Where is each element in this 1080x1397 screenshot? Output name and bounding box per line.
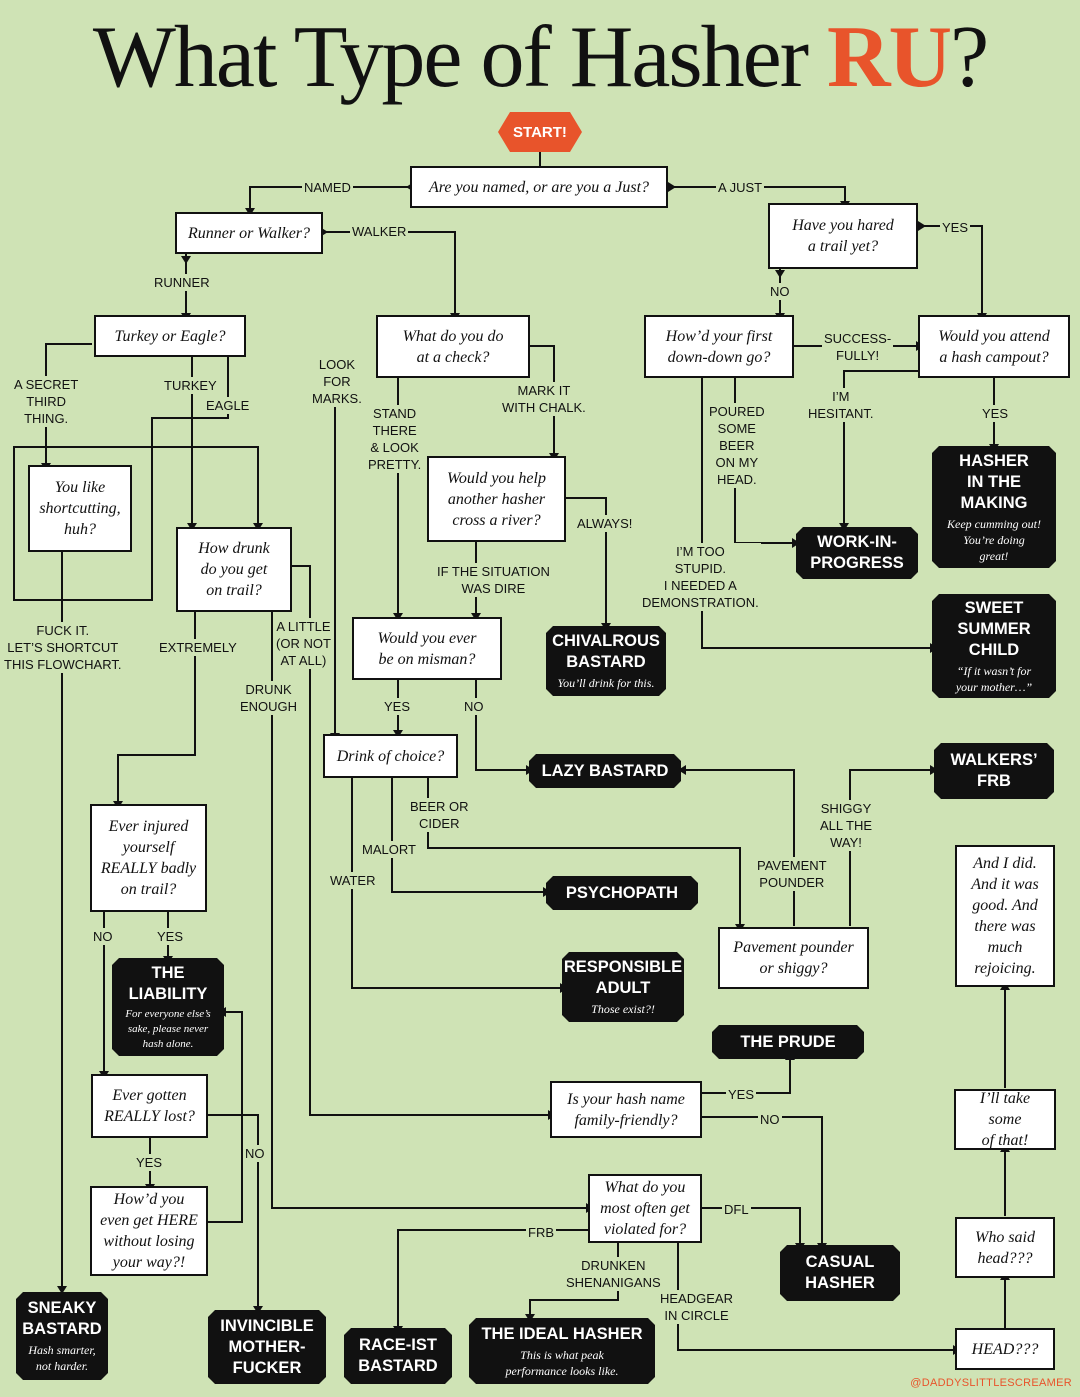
start-node: START! <box>498 112 582 152</box>
label-situation-dire: IF THE SITUATION WAS DIRE <box>435 563 552 597</box>
q-shortcutting: You like shortcutting, huh? <box>28 465 132 552</box>
label-yes-campout: YES <box>980 405 1011 422</box>
label-headgear-in-circle: HEADGEAR IN CIRCLE <box>658 1290 735 1324</box>
label-secret-third-thing: A SECRET THIRD THING. <box>12 376 81 427</box>
q-turkey-or-eagle: Turkey or Eagle? <box>94 315 246 357</box>
label-dfl: DFL <box>722 1201 751 1218</box>
result-psychopath: PSYCHOPATH <box>546 876 698 910</box>
credit-handle: @DADDYSLITTLESCREAMER <box>910 1377 1072 1389</box>
label-drunk-enough: DRUNK ENOUGH <box>238 681 300 715</box>
q-get-here: How’d you even get HERE without losing y… <box>90 1186 208 1276</box>
q-campout: Would you attend a hash campout? <box>918 315 1070 378</box>
q-drink-of-choice: Drink of choice? <box>323 734 458 778</box>
label-yes-lost: YES <box>134 1154 165 1171</box>
q-hared-trail: Have you hared a trail yet? <box>768 203 918 269</box>
q-injured: Ever injured yourself REALLY badly on tr… <box>90 804 207 912</box>
label-runner: RUNNER <box>152 274 212 291</box>
label-water: WATER <box>328 872 378 889</box>
q-violated: What do you most often get violated for? <box>588 1174 702 1243</box>
result-invincible: INVINCIBLE MOTHER- FUCKER <box>208 1310 326 1384</box>
result-hasher-in-the-making: HASHER IN THE MAKING Keep cumming out! Y… <box>932 446 1056 568</box>
label-too-stupid: I’M TOO STUPID. I NEEDED A DEMONSTRATION… <box>640 543 761 611</box>
q-family-friendly: Is your hash name family-friendly? <box>550 1081 702 1138</box>
q-runner-or-walker: Runner or Walker? <box>175 212 323 254</box>
q-named-or-just: Are you named, or are you a Just? <box>410 166 668 208</box>
result-sneaky-bastard: SNEAKY BASTARD Hash smarter, not harder. <box>16 1292 108 1380</box>
q-head: HEAD??? <box>955 1328 1055 1370</box>
label-walker: WALKER <box>350 223 409 240</box>
label-look-for-marks: LOOK FOR MARKS. <box>310 356 364 407</box>
label-mark-with-chalk: MARK IT WITH CHALK. <box>500 382 588 416</box>
result-lazy-bastard: LAZY BASTARD <box>529 754 681 788</box>
result-casual-hasher: CASUAL HASHER <box>780 1245 900 1301</box>
q-rejoicing: And I did. And it was good. And there wa… <box>955 845 1055 987</box>
q-river: Would you help another hasher cross a ri… <box>427 456 566 542</box>
q-pavement-or-shiggy: Pavement pounder or shiggy? <box>718 927 869 989</box>
label-no-injured: NO <box>91 928 115 945</box>
result-chivalrous-bastard: CHIVALROUS BASTARD You’ll drink for this… <box>546 626 666 696</box>
result-ideal-hasher: THE IDEAL HASHER This is what peak perfo… <box>469 1318 655 1384</box>
label-frb: FRB <box>526 1224 556 1241</box>
label-no-lost: NO <box>243 1145 267 1162</box>
q-how-drunk: How drunk do you get on trail? <box>176 527 292 612</box>
label-hesitant: I’M HESITANT. <box>806 388 876 422</box>
q-lost: Ever gotten REALLY lost? <box>91 1074 208 1138</box>
result-the-liability: THE LIABILITY For everyone else’s sake, … <box>112 958 224 1056</box>
label-malort: MALORT <box>360 841 418 858</box>
q-who-said-head: Who said head??? <box>955 1217 1055 1278</box>
q-misman: Would you ever be on misman? <box>352 617 502 680</box>
label-a-just: A JUST <box>716 179 765 196</box>
label-no-family: NO <box>758 1111 782 1128</box>
label-successfully: SUCCESS- FULLY! <box>822 330 894 364</box>
result-work-in-progress: WORK-IN- PROGRESS <box>796 527 918 579</box>
result-walkers-frb: WALKERS’ FRB <box>934 743 1054 799</box>
label-yes-misman: YES <box>382 698 413 715</box>
label-drunken-shenanigans: DRUNKEN SHENANIGANS <box>564 1257 663 1291</box>
result-the-prude: THE PRUDE <box>712 1025 864 1059</box>
label-yes-injured: YES <box>155 928 186 945</box>
q-check: What do you do at a check? <box>376 315 530 378</box>
result-responsible-adult: RESPONSIBLE ADULT Those exist?! <box>562 952 684 1022</box>
label-extremely: EXTREMELY <box>157 639 239 656</box>
label-poured-beer: POURED SOME BEER ON MY HEAD. <box>707 403 767 488</box>
label-named: NAMED <box>302 179 353 196</box>
label-pavement-pounder: PAVEMENT POUNDER <box>755 857 829 891</box>
label-a-little: A LITTLE (OR NOT AT ALL) <box>274 618 333 669</box>
label-fuck-it: FUCK IT. LET’S SHORTCUT THIS FLOWCHART. <box>2 622 124 673</box>
label-no-hared: NO <box>768 283 792 300</box>
label-eagle: EAGLE <box>204 397 252 414</box>
label-beer-or-cider: BEER OR CIDER <box>408 798 471 832</box>
label-yes-family: YES <box>726 1086 757 1103</box>
page-title: What Type of Hasher RU? <box>92 9 989 106</box>
label-yes-hared: YES <box>940 219 971 236</box>
label-always: ALWAYS! <box>575 515 635 532</box>
q-downdown: How’d your first down-down go? <box>644 315 794 378</box>
label-no-misman: NO <box>462 698 486 715</box>
label-stand-there: STAND THERE & LOOK PRETTY. <box>366 405 424 473</box>
q-take-some: I’ll take some of that! <box>954 1089 1056 1150</box>
label-turkey: TURKEY <box>162 377 219 394</box>
result-sweet-summer-child: SWEET SUMMER CHILD “If it wasn’t for you… <box>932 594 1056 698</box>
label-shiggy-all-the-way: SHIGGY ALL THE WAY! <box>818 800 875 851</box>
result-race-ist-bastard: RACE-IST BASTARD <box>344 1328 452 1384</box>
